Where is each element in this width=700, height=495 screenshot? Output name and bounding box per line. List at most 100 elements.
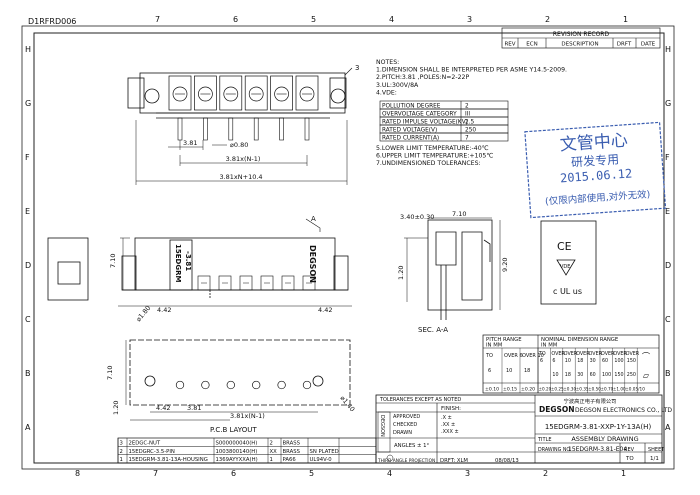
callout-3: 3	[355, 64, 359, 72]
housing-brand: DEGSON	[308, 245, 317, 283]
tol-pitch-col: OVER 6	[504, 353, 523, 359]
drawing-title: ASSEMBLY DRAWING	[571, 435, 638, 443]
pcb-hole	[201, 380, 210, 390]
terminal-cell	[168, 75, 192, 111]
bom-cell: 2	[270, 441, 273, 447]
bom-cell: PA66	[283, 457, 297, 463]
terminal-cell	[244, 75, 268, 111]
tol-nom-tol: ±0.70	[601, 387, 614, 392]
tol-nom-col: TO	[538, 351, 546, 357]
tol-nom-val: 100	[602, 372, 611, 378]
pcb-hole	[252, 380, 261, 390]
tol-nom-val: 10	[552, 372, 558, 378]
sheet-label: SHEET	[648, 447, 665, 453]
draft-date: 08/08/13	[495, 458, 519, 464]
bom-cell: 1003800140(H)	[216, 449, 258, 455]
revision-header-cell: ECN	[526, 42, 537, 48]
projection-icon	[386, 454, 394, 462]
zone-row-right: H	[665, 45, 671, 54]
revision-header-cell: DRFT	[617, 42, 632, 48]
title-side-label: DEGSON	[379, 415, 385, 437]
pin	[177, 117, 183, 141]
finish-label: FINISH:	[441, 406, 461, 412]
tol-nom-val: 18	[565, 372, 571, 378]
tol-nom-val: 30	[577, 372, 583, 378]
bom-cell: BRASS	[283, 449, 301, 455]
stamp-line1: 文管中心	[559, 131, 628, 156]
screw-icon	[248, 86, 264, 102]
zone-col-top: 2	[545, 15, 550, 24]
tol-nom-val: 150	[614, 372, 623, 378]
rev-label: REV	[624, 447, 635, 453]
note-line: 5.LOWER LIMIT TEMPERATURE:-40℃	[376, 145, 489, 152]
tol-nom-col-value: 60	[602, 358, 608, 364]
bom-cell: 3	[120, 441, 123, 447]
company-logo: DEGSON	[539, 405, 575, 414]
zone-row-left: C	[25, 315, 31, 324]
tol-nom-col: OVER	[551, 351, 565, 357]
drawing-border-outer	[21, 25, 675, 470]
zone-row-right: A	[665, 423, 671, 432]
bom-cell: S000000040(H)	[216, 441, 258, 447]
tol-pitch-val: 18	[524, 368, 530, 374]
stamp-date: 2015.06.12	[560, 166, 633, 185]
note-line: 3.UL:300V/8A	[376, 82, 419, 89]
revision-title: REVISION RECORD	[553, 31, 610, 38]
vde-row-value: 250	[465, 127, 476, 133]
zone-row-right: F	[665, 153, 670, 162]
vde-mark	[556, 259, 576, 276]
stamp-line3: (仅限内部使用,对外无效)	[545, 188, 651, 207]
pcb-hole	[302, 380, 312, 390]
tol-nom-tol: ±0.20	[539, 387, 552, 392]
terminal-cell	[270, 75, 293, 111]
zone-row-right: B	[665, 369, 671, 378]
tol-nom-col-value: 10	[565, 358, 571, 364]
angles-tol: ANGLES ± 1°	[394, 443, 430, 449]
tol-pitch-val: 6	[488, 368, 491, 374]
vde-row-label: RATED CURRENT(A)	[382, 135, 439, 141]
dim-hole-dia: ⌀1.80	[134, 304, 152, 323]
zone-col-bottom: 3	[465, 469, 470, 478]
tol-pitch-col: TO	[485, 353, 493, 359]
dim-span: 3.81x(N-1)	[226, 155, 261, 163]
tol-nom-col: OVER	[576, 351, 590, 357]
vde-row-label: RATED VOLTAGE(V)	[382, 127, 437, 133]
terminal-cell	[194, 75, 217, 111]
bom-cell: SN PLATED	[310, 449, 339, 455]
doc-code: D1RFRD006	[28, 17, 76, 26]
dim-pcb-pitch: 3.81	[187, 404, 201, 412]
tol-xxx: .XXX ±	[441, 429, 459, 435]
tol-nom-col-value: 18	[577, 358, 583, 364]
pcb-hole	[175, 380, 185, 390]
zone-col-bottom: 2	[543, 469, 548, 478]
zone-col-bottom: 8	[75, 469, 80, 478]
tol-nom-col-value: 30	[590, 358, 596, 364]
terminal-cell	[295, 75, 319, 111]
zone-col-bottom: 1	[621, 469, 626, 478]
pin	[253, 117, 259, 141]
flange-screw-right	[330, 88, 346, 104]
zone-col-bottom: 5	[309, 469, 314, 478]
dim-edge-right: 4.42	[318, 306, 332, 314]
stamp-line2: 研发专用	[571, 151, 620, 169]
company-cn: 宁波高正电子有限公司	[564, 397, 617, 405]
note-line: 7.UNDIMENSIONED TOLERANCES:	[376, 160, 481, 167]
tol-nom-tol: ±0.25	[551, 387, 564, 392]
zone-row-left: A	[25, 423, 31, 432]
zone-row-left: F	[25, 153, 30, 162]
vde-row-value: 2.5	[465, 119, 475, 125]
screw-icon	[223, 86, 239, 102]
bom-cell: 1	[120, 457, 123, 463]
zone-row-left: G	[25, 99, 31, 108]
zone-col-bottom: 6	[231, 469, 236, 478]
pcb-hole	[144, 375, 156, 387]
dim-pcb-hole: ⌀1.40	[338, 394, 356, 413]
tol-nom-col-value: 100	[614, 358, 623, 364]
tol-pitch-tol: ±0.15	[503, 387, 517, 393]
